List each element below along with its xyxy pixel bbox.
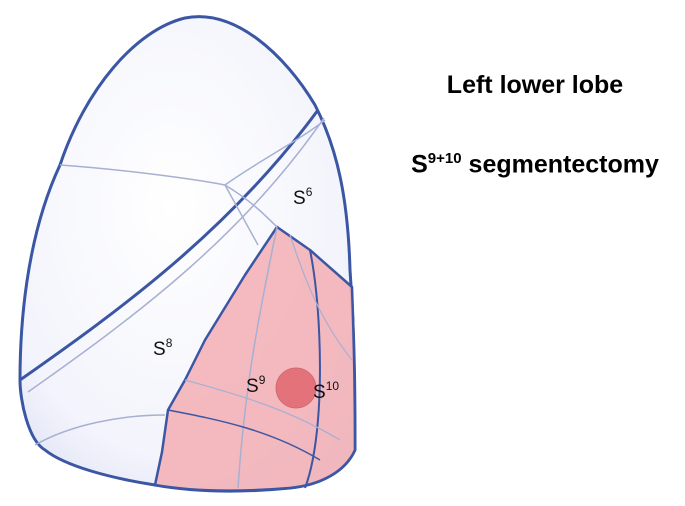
lesion-marker [275,367,317,409]
segment-label-s10: S10 [313,379,339,403]
segment-label-s6: S6 [293,185,313,209]
oblique-fissure-inner [27,117,325,393]
segment-label-s8: S8 [153,336,173,360]
segment-line [224,119,326,186]
segment-line [224,184,259,246]
segment-line [59,164,278,228]
procedure-title: S9+10 segmentectomy [400,150,670,179]
oblique-fissure [19,109,320,382]
segment-line [167,409,321,461]
segment-line [237,226,278,489]
s9-s10-boundary [304,249,321,489]
segment-label-s9: S9 [246,373,266,397]
lobe-title: Left lower lobe [446,71,624,99]
procedure-title-superscript: 9+10 [427,150,462,167]
segment-line [184,379,341,441]
segment-line [34,414,166,446]
resection-area-s9-s10 [153,225,357,492]
procedure-title-rest: segmentectomy [461,150,659,179]
segment-line [289,234,353,361]
procedure-title-base: S [411,150,428,179]
